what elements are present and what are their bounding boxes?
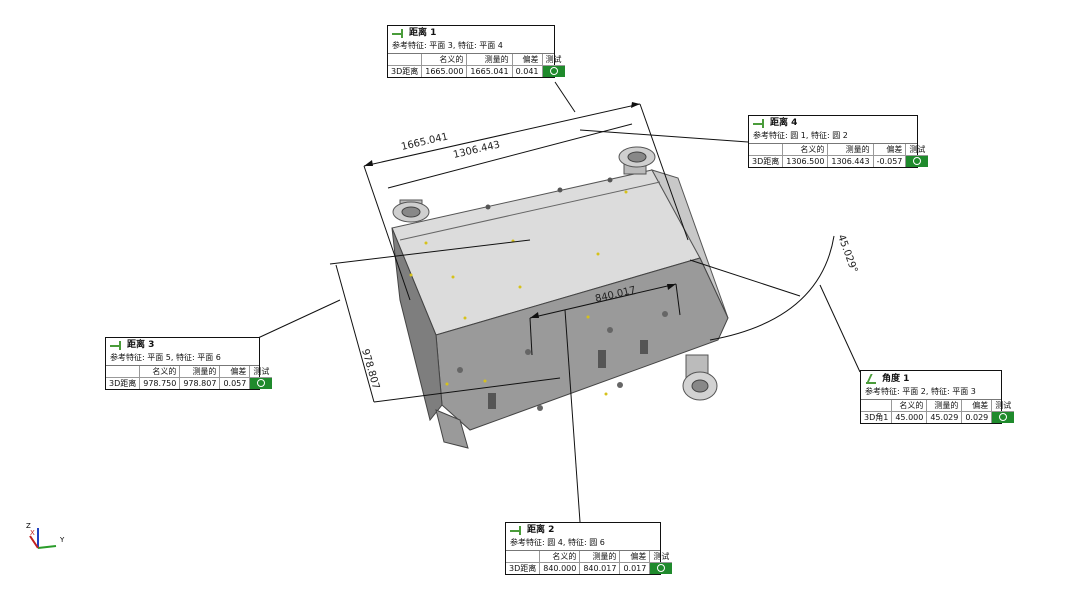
dim-978: 978.807	[359, 348, 381, 391]
axis-x-label: X	[30, 529, 35, 537]
col-deviation: 偏差	[873, 144, 907, 156]
col-deviation: 偏差	[619, 551, 651, 563]
deviation-value: 0.029	[961, 411, 993, 423]
dim-angle-45: 45.029°	[835, 233, 859, 274]
col-nominal: 名义的	[139, 366, 181, 378]
col-nominal: 名义的	[539, 551, 581, 563]
deviation-value: -0.057	[873, 155, 907, 167]
measure-type: 3D距离	[749, 155, 784, 167]
col-nominal: 名义的	[891, 400, 928, 412]
angle-icon	[865, 374, 877, 384]
deviation-value: 0.017	[619, 562, 651, 574]
measured-value: 1665.041	[466, 65, 513, 77]
callout-ref: 参考特征: 平面 2, 特征: 平面 3	[861, 386, 1001, 400]
col-test: 测试	[905, 144, 929, 156]
callout-distance-1[interactable]: 距离 1 参考特征: 平面 3, 特征: 平面 4 名义的测量的偏差测试 3D距…	[387, 25, 565, 78]
nominal-value: 45.000	[891, 411, 928, 423]
col-nominal: 名义的	[421, 54, 468, 66]
callout-ref: 参考特征: 圆 1, 特征: 圆 2	[749, 130, 917, 144]
pass-icon	[549, 67, 558, 76]
distance-icon	[753, 119, 765, 128]
col-deviation: 偏差	[961, 400, 993, 412]
callout-distance-3[interactable]: 距离 3 参考特征: 平面 5, 特征: 平面 6 名义的测量的偏差测试 3D距…	[105, 337, 273, 390]
callout-title: 距离 1	[409, 28, 437, 38]
dim-1665: 1665.041	[400, 131, 449, 152]
flange	[618, 146, 656, 175]
measure-type: 3D距离	[388, 65, 423, 77]
col-test: 测试	[991, 400, 1015, 412]
nominal-value: 1306.500	[782, 155, 829, 167]
dim-1306: 1306.443	[452, 139, 501, 160]
mounting-foot	[435, 409, 469, 449]
col-measured: 测量的	[827, 144, 874, 156]
callout-title: 距离 4	[770, 118, 798, 128]
vent	[598, 350, 606, 368]
col-nominal: 名义的	[782, 144, 829, 156]
callout-title: 角度 1	[882, 373, 910, 384]
left-end-face	[391, 227, 443, 422]
col-deviation: 偏差	[219, 366, 251, 378]
callout-ref: 参考特征: 平面 5, 特征: 平面 6	[106, 352, 259, 366]
pass-icon	[657, 564, 666, 573]
distance-icon	[392, 29, 404, 38]
measure-type: 3D距离	[506, 562, 541, 574]
callout-angle-1[interactable]: 角度 1 参考特征: 平面 2, 特征: 平面 3 名义的测量的偏差测试 3D角…	[860, 370, 1015, 424]
vent	[488, 393, 496, 409]
col-test: 测试	[249, 366, 273, 378]
col-measured: 测量的	[579, 551, 621, 563]
nominal-value: 978.750	[139, 377, 181, 389]
pass-icon	[999, 413, 1008, 422]
callout-title: 距离 3	[127, 340, 155, 350]
callout-title: 距离 2	[527, 525, 555, 535]
nominal-value: 1665.000	[421, 65, 468, 77]
measure-type: 3D角1	[861, 411, 893, 423]
distance-icon	[110, 341, 122, 350]
part-model[interactable]	[391, 146, 729, 449]
measured-value: 978.807	[179, 377, 221, 389]
callout-ref: 参考特征: 平面 3, 特征: 平面 4	[388, 40, 554, 54]
nominal-value: 840.000	[539, 562, 581, 574]
col-measured: 测量的	[466, 54, 513, 66]
pass-icon	[913, 157, 922, 166]
measured-value: 45.029	[926, 411, 963, 423]
distance-icon	[510, 526, 522, 535]
deviation-value: 0.057	[219, 377, 251, 389]
callout-ref: 参考特征: 圆 4, 特征: 圆 6	[506, 537, 660, 551]
measured-value: 1306.443	[827, 155, 874, 167]
col-measured: 测量的	[179, 366, 221, 378]
axis-y-label: Y	[59, 536, 65, 544]
flange	[682, 354, 718, 401]
col-deviation: 偏差	[512, 54, 543, 66]
pass-icon	[257, 379, 266, 388]
deviation-value: 0.041	[512, 65, 543, 77]
measure-type: 3D距离	[106, 377, 141, 389]
vent	[640, 340, 648, 354]
col-test: 测试	[542, 54, 565, 66]
flange	[392, 199, 430, 223]
axis-triad: Z X Y	[26, 522, 65, 549]
col-test: 测试	[649, 551, 673, 563]
axis-z-label: Z	[26, 522, 31, 530]
measured-value: 840.017	[579, 562, 621, 574]
col-measured: 测量的	[926, 400, 963, 412]
